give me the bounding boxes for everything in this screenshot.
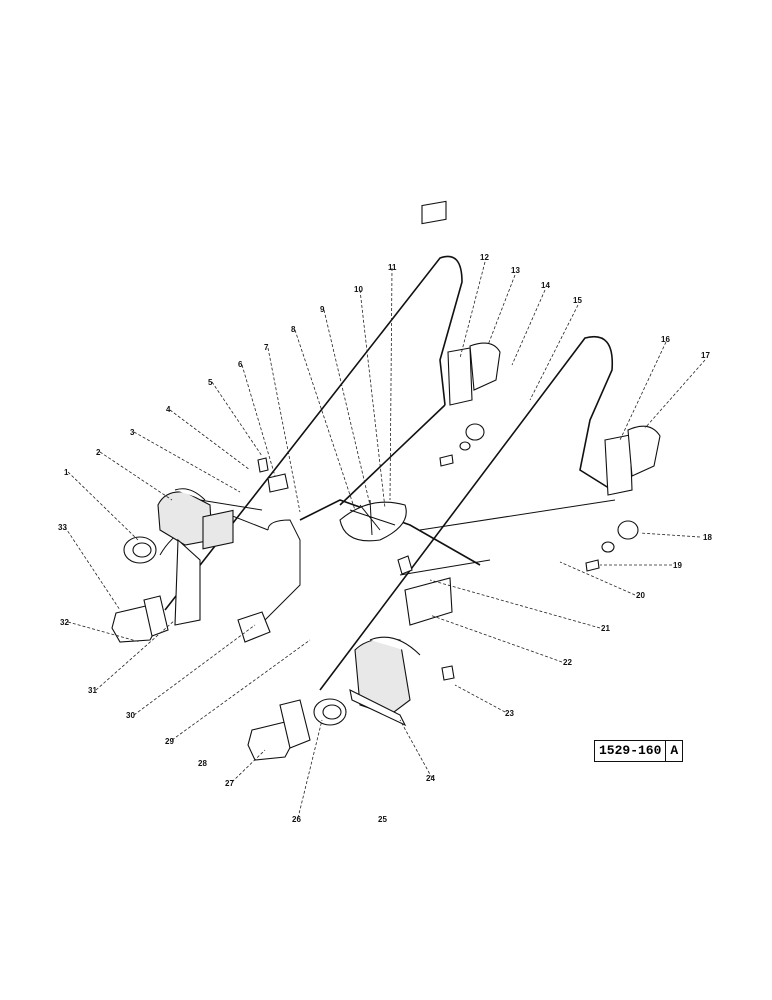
callout-15: 15: [573, 296, 582, 305]
callout-12: 12: [480, 253, 489, 262]
drawing-reference-number: 1529-160 A: [594, 740, 684, 762]
callout-10: 10: [354, 285, 363, 294]
callout-3: 3: [130, 428, 135, 437]
callout-24: 24: [426, 774, 435, 783]
rear-lamp-left-mount: [447, 342, 501, 406]
reference-suffix: A: [670, 743, 679, 758]
wiring-harness: [159, 255, 616, 691]
callout-20: 20: [636, 591, 645, 600]
mounting-plate: [404, 577, 453, 626]
right-tail-lamp: [247, 699, 311, 761]
callout-25: 25: [378, 815, 387, 824]
callout-22: 22: [563, 658, 572, 667]
right-floodlamp: [313, 698, 347, 726]
callout-13: 13: [511, 266, 520, 275]
callout-numbers: 1 2 3 4 5 6 7 8 9 10 11 12 13 14 15 16 1…: [58, 253, 712, 824]
callout-18: 18: [703, 533, 712, 542]
callout-1: 1: [64, 468, 69, 477]
callout-28: 28: [198, 759, 207, 768]
callout-19: 19: [673, 561, 682, 570]
callout-27: 27: [225, 779, 234, 788]
callout-11: 11: [388, 263, 397, 272]
reference-number: 1529-160: [595, 741, 667, 761]
left-lamp-bracket: [157, 488, 234, 626]
callout-5: 5: [208, 378, 213, 387]
switch: [237, 611, 271, 643]
callout-4: 4: [166, 405, 171, 414]
callout-leaders: [64, 261, 706, 819]
rear-block: [421, 200, 447, 225]
callout-16: 16: [661, 335, 670, 344]
callout-23: 23: [505, 709, 514, 718]
callout-7: 7: [264, 343, 269, 352]
callout-30: 30: [126, 711, 135, 720]
callout-14: 14: [541, 281, 550, 290]
callout-2: 2: [96, 448, 101, 457]
callout-32: 32: [60, 618, 69, 627]
left-tail-lamp: [111, 595, 169, 643]
callout-6: 6: [238, 360, 243, 369]
right-lamp-bracket: [349, 636, 421, 727]
callout-31: 31: [88, 686, 97, 695]
rear-lamp-right-mount: [604, 425, 661, 496]
hardware-small-parts: [257, 423, 639, 681]
callout-21: 21: [601, 624, 610, 633]
junction-block: [339, 499, 407, 542]
callout-9: 9: [320, 305, 325, 314]
callout-8: 8: [291, 325, 296, 334]
callout-33: 33: [58, 523, 67, 532]
callout-17: 17: [701, 351, 710, 360]
callout-26: 26: [292, 815, 301, 824]
left-floodlamp: [123, 536, 157, 564]
callout-29: 29: [165, 737, 174, 746]
